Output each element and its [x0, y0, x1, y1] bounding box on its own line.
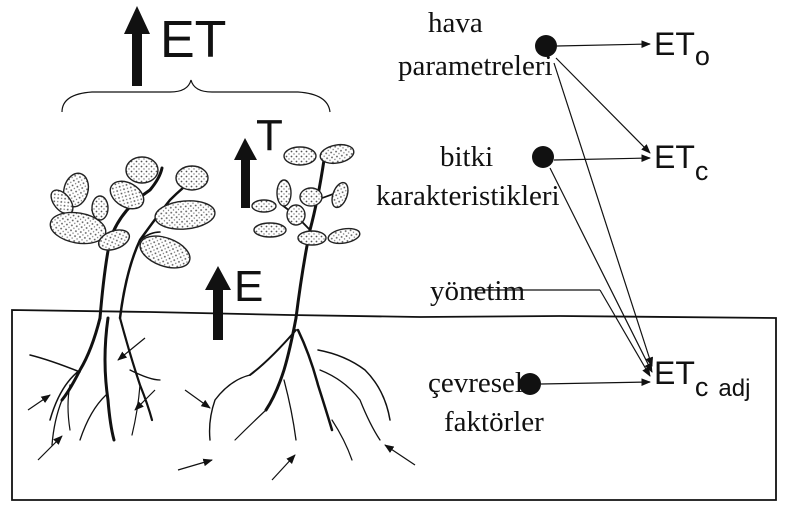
- leaf: [92, 196, 108, 220]
- eto-label: ETo: [654, 26, 710, 71]
- left-plant: [47, 157, 216, 318]
- et-label: ET: [160, 11, 226, 69]
- etc-label: ETc: [654, 139, 708, 186]
- leaf: [154, 198, 216, 231]
- leaf: [327, 226, 361, 245]
- bitki-node: [532, 146, 554, 168]
- factor-arrows: [470, 44, 652, 384]
- leaf: [126, 157, 158, 183]
- e-up-arrow: [205, 266, 231, 340]
- leaf: [277, 180, 291, 206]
- leaf: [319, 142, 356, 166]
- karakteristikleri-label: karakteristikleri: [376, 180, 560, 212]
- bitki-label: bitki: [440, 141, 493, 173]
- right-plant: [252, 142, 361, 318]
- faktorler-label: faktörler: [444, 406, 544, 438]
- leaf: [300, 188, 322, 206]
- et-up-arrow: [124, 6, 150, 86]
- left-roots: [30, 318, 160, 445]
- leaf: [298, 231, 326, 245]
- hava-label: hava: [428, 7, 483, 39]
- leaf: [329, 180, 351, 209]
- canopy-brace: [62, 80, 330, 112]
- hava-node: [535, 35, 557, 57]
- parametreleri-label: parametreleri: [398, 50, 553, 82]
- right-roots: [210, 318, 390, 460]
- leaf: [176, 166, 208, 190]
- yonetim-label: yönetim: [430, 275, 525, 307]
- cevresel-label: çevresel: [428, 367, 523, 399]
- t-up-arrow: [234, 138, 257, 208]
- leaf: [254, 223, 286, 237]
- cevresel-node: [519, 373, 541, 395]
- leaf: [252, 200, 276, 212]
- leaf: [287, 205, 305, 225]
- leaf: [284, 147, 316, 165]
- e-label: E: [234, 262, 263, 311]
- t-label: T: [256, 111, 283, 160]
